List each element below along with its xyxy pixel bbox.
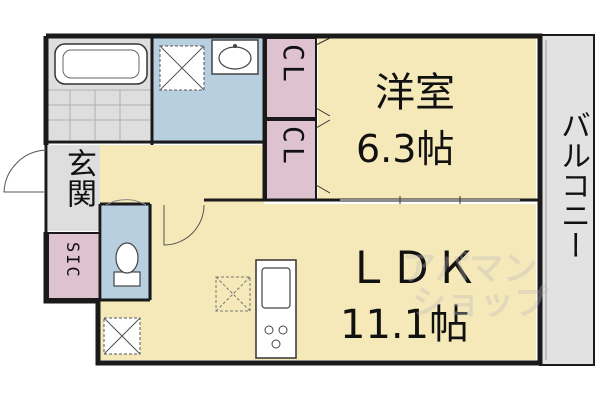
watermark-line-1: アパマン xyxy=(402,249,538,289)
western-room-floor xyxy=(318,38,536,200)
bathtub-icon xyxy=(54,43,148,85)
entrance-door-icon xyxy=(3,149,47,193)
western-room-size: 6.3帖 xyxy=(356,127,455,171)
watermark: アパマン ショップ xyxy=(402,252,552,352)
balcony-area xyxy=(539,34,595,366)
closet-upper xyxy=(265,37,317,119)
entrance-floor xyxy=(48,145,100,231)
washing-machine-pan-icon xyxy=(159,45,205,91)
stove-icon xyxy=(264,325,288,349)
closet-lower-label: CL xyxy=(277,126,310,168)
closet-upper-label: CL xyxy=(277,44,310,86)
western-room-name: 洋室 xyxy=(375,70,455,116)
kitchen-counter xyxy=(255,259,297,359)
watermark-line-2: ショップ xyxy=(412,283,548,323)
kitchen-sink-icon xyxy=(261,267,291,309)
balcony-label: バルコニー xyxy=(555,110,590,260)
ldk-ceiling-mark xyxy=(215,276,251,312)
hallway-floor xyxy=(100,145,264,205)
entrance-label: 玄関 xyxy=(61,148,96,208)
ldk-size: 11.1帖 xyxy=(340,302,470,348)
ldk-floor xyxy=(150,204,536,360)
closet-lower xyxy=(265,119,317,201)
sic-label: SIC xyxy=(62,242,82,279)
washbasin-icon xyxy=(211,39,259,75)
toilet-icon xyxy=(113,242,141,287)
refrigerator-space-icon xyxy=(103,317,141,355)
ldk-name: ＬＤＫ xyxy=(346,243,478,294)
exterior-walls xyxy=(43,33,543,366)
sic-closet xyxy=(47,232,101,300)
